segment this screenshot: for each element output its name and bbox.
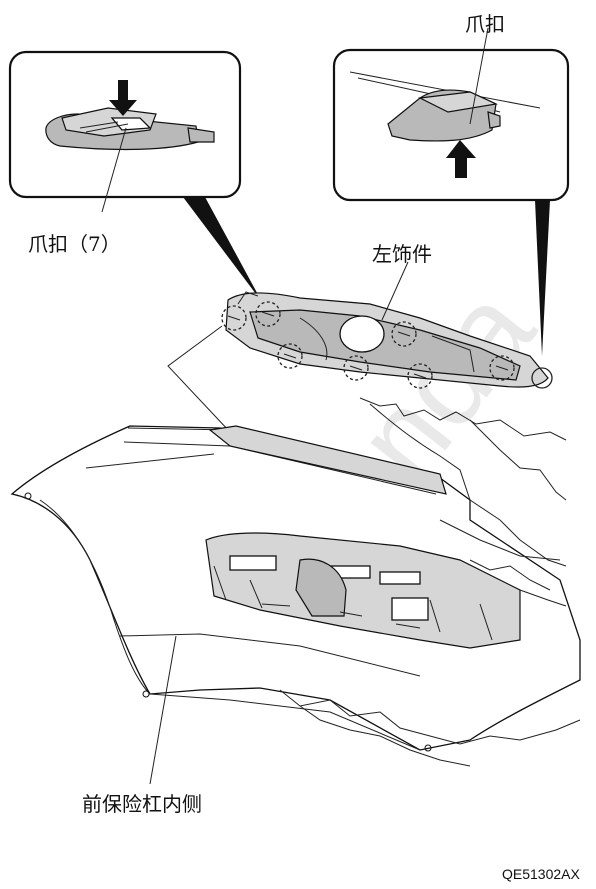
inset-box-right — [332, 27, 570, 356]
front-bumper — [10, 397, 581, 767]
press-down-arrow — [109, 80, 137, 116]
label-clip-7: 爪扣（7） — [28, 232, 121, 256]
label-left-trim: 左饰件 — [372, 242, 432, 266]
inset-box-left — [8, 50, 262, 302]
label-bumper-inner: 前保险杠内侧 — [82, 792, 202, 816]
pull-up-arrow — [446, 140, 476, 178]
left-trim-piece — [221, 291, 553, 389]
figure-code: QE51302AX — [502, 866, 580, 882]
label-clip-top-right: 爪扣 — [465, 12, 505, 36]
